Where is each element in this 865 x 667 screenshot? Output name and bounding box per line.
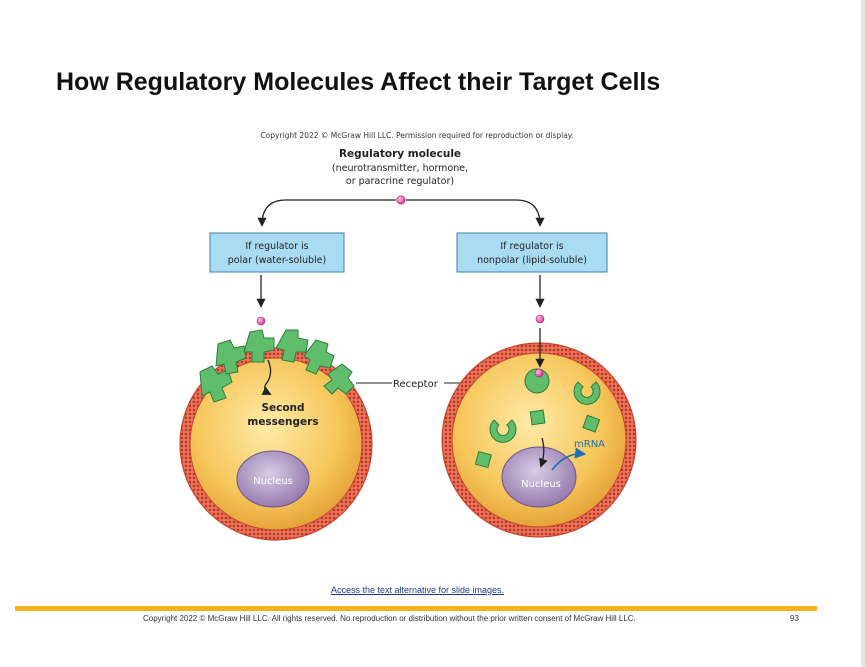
polar-target-cell [179, 347, 373, 541]
membrane-receptor-icon [275, 329, 309, 363]
intracellular-receptor-icon [573, 381, 601, 405]
figure-copyright: Copyright 2022 © McGraw Hill LLC. Permis… [260, 131, 573, 140]
source-line-2: or paracrine regulator) [346, 176, 454, 187]
receptor-label: Receptor [393, 379, 439, 390]
right-nucleus-label: Nucleus [521, 479, 561, 490]
footer-accent-rule [15, 606, 817, 611]
right-nucleus [501, 446, 577, 508]
polar-condition-box [209, 232, 345, 273]
receptor-fragment-icon [529, 409, 546, 426]
nonpolar-condition-box [456, 232, 608, 273]
page-number: 93 [790, 614, 799, 623]
scrollbar[interactable] [861, 0, 865, 667]
nonpolar-box-line-1: If regulator is [500, 241, 563, 252]
source-line-1: (neurotransmitter, hormone, [332, 163, 468, 174]
left-nucleus [236, 450, 310, 508]
polar-box-line-2: polar (water-soluble) [228, 255, 326, 266]
membrane-receptor-icon [215, 339, 247, 375]
regulatory-molecule-icon [396, 195, 406, 205]
membrane-receptor-icon [323, 363, 355, 395]
receptor-fragment-icon [582, 414, 601, 433]
membrane-receptor-icon [199, 365, 233, 403]
membrane-receptor-icon [303, 339, 335, 375]
branch-arrow-left [257, 199, 396, 227]
receptor-fragment-icon [474, 451, 492, 469]
intracellular-receptor-icon [524, 368, 550, 394]
source-title: Regulatory molecule [339, 148, 461, 160]
branch-arrow-right [406, 199, 545, 227]
intracellular-receptor-icon [489, 419, 517, 443]
slide-title: How Regulatory Molecules Affect their Ta… [56, 68, 661, 96]
text-alternative-link[interactable]: Access the text alternative for slide im… [330, 585, 505, 595]
second-messengers-label-1: Second [261, 402, 304, 414]
mrna-arrow [551, 447, 587, 471]
footer-copyright: Copyright 2022 © McGraw Hill LLC. All ri… [143, 614, 636, 623]
left-nucleus-label: Nucleus [253, 476, 293, 487]
nuclear-entry-arrow [539, 437, 548, 468]
second-messengers-label-2: messengers [247, 416, 318, 428]
membrane-receptor-icon [243, 329, 275, 363]
mrna-label: mRNA [574, 439, 605, 450]
second-messenger-arrow [261, 359, 272, 395]
nonpolar-regulator-icon [535, 314, 545, 324]
nonpolar-box-line-2: nonpolar (lipid-soluble) [477, 255, 587, 266]
polar-box-line-1: If regulator is [245, 241, 308, 252]
polar-regulator-icon [256, 316, 266, 326]
